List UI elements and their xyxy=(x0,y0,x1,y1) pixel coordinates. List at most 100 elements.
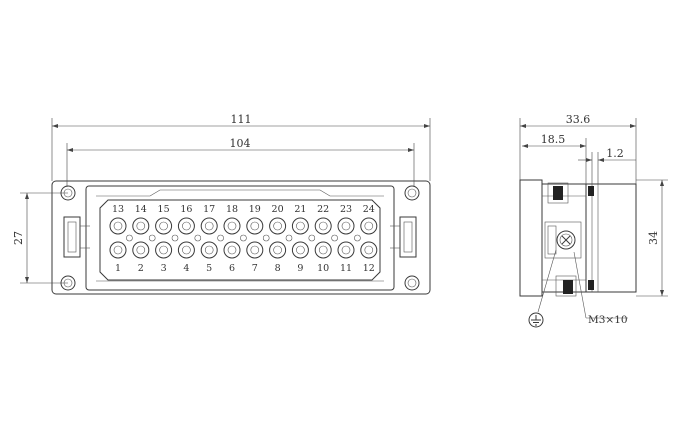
pin-contact-bore xyxy=(204,245,214,255)
screw-callout-label: M3×10 xyxy=(588,314,628,326)
dimension-label: 18.5 xyxy=(541,133,566,146)
pin-contact-bore xyxy=(227,245,237,255)
side-flange xyxy=(519,179,543,297)
pin-contact-bore xyxy=(136,245,146,255)
pin-contact xyxy=(132,217,150,235)
coding-hole xyxy=(126,234,133,242)
coding-hole xyxy=(148,234,156,242)
coding-hole xyxy=(262,234,270,242)
pin-number-label: 2 xyxy=(138,263,144,274)
pin-number-label: 23 xyxy=(340,204,352,215)
pin-contact xyxy=(155,241,173,259)
pin-contact xyxy=(337,241,355,259)
dimension-label: 34 xyxy=(647,231,660,245)
locking-peg-left xyxy=(63,216,90,258)
dimension-side-partial: 18.5 xyxy=(522,133,587,184)
pin-number-label: 24 xyxy=(363,204,375,215)
dimension-side-height: 34 xyxy=(636,179,668,297)
pin-row-bottom xyxy=(109,241,378,259)
pin-contact-bore xyxy=(182,245,191,255)
pin-number-label: 19 xyxy=(249,204,261,215)
locking-peg-right xyxy=(390,216,417,258)
side-insert xyxy=(585,183,637,293)
pin-contact-bore xyxy=(159,221,168,231)
pin-contact xyxy=(109,217,127,235)
ground-symbol-icon xyxy=(528,312,544,328)
pin-number-label: 17 xyxy=(203,204,215,215)
pin-contact xyxy=(200,217,218,235)
pin-contact-bore xyxy=(341,245,351,255)
pin-number-label: 7 xyxy=(252,263,258,274)
coding-hole xyxy=(308,234,316,242)
pin-contact xyxy=(223,217,241,235)
dimension-inner-width: 104 xyxy=(66,137,415,187)
contact-insert xyxy=(99,199,381,281)
pin-number-label: 6 xyxy=(229,263,235,274)
pin-contact-bore xyxy=(182,221,191,231)
pin-number-label: 21 xyxy=(294,204,306,215)
pin-number-label: 3 xyxy=(161,263,167,274)
coding-hole xyxy=(331,234,338,242)
pin-contact-bore xyxy=(113,221,123,231)
pin-number-label: 12 xyxy=(363,263,375,274)
pin-contact-bore xyxy=(341,221,351,231)
pin-number-label: 15 xyxy=(158,204,170,215)
pin-contact-bore xyxy=(250,245,260,255)
coding-hole xyxy=(217,234,224,242)
coding-hole xyxy=(285,234,293,242)
pin-contact-bore xyxy=(273,221,282,231)
mounting-hole-top-right xyxy=(404,185,420,201)
pin-contact xyxy=(291,241,309,259)
mounting-flange xyxy=(51,180,431,295)
housing-outer xyxy=(85,185,395,291)
pin-contact xyxy=(200,241,218,259)
pin-contact-bore xyxy=(296,221,305,231)
pin-contact xyxy=(246,241,264,259)
housing-top-ridge xyxy=(96,189,384,197)
pin-number-label: 16 xyxy=(180,204,192,215)
pin-contact-bore xyxy=(318,245,328,255)
pin-number-label: 1 xyxy=(115,263,121,274)
pin-contact-bore xyxy=(296,245,305,255)
dimension-side-depth: 33.6 xyxy=(519,113,637,184)
dimension-label: 1.2 xyxy=(606,147,624,160)
pin-contact xyxy=(132,241,150,259)
dimension-front-height: 27 xyxy=(12,192,68,284)
pin-contact xyxy=(177,217,195,235)
pin-contact-bore xyxy=(364,221,374,231)
pin-contact-bore xyxy=(318,221,328,231)
pin-contact xyxy=(177,241,195,259)
pin-contact xyxy=(109,241,127,259)
pin-contact xyxy=(246,217,264,235)
pin-contact xyxy=(291,217,309,235)
dimension-side-offset: 1.2 xyxy=(578,147,636,184)
latch-bottom xyxy=(555,275,594,297)
pin-number-label: 5 xyxy=(206,263,212,274)
dimension-overall-width: 111 xyxy=(51,113,431,181)
pin-number-label: 10 xyxy=(317,263,329,274)
coding-hole xyxy=(194,234,202,242)
pin-number-label: 9 xyxy=(297,263,303,274)
pin-contact-bore xyxy=(113,245,123,255)
pin-number-label: 14 xyxy=(135,204,147,215)
pin-number-label: 4 xyxy=(183,263,189,274)
pin-contact xyxy=(337,217,355,235)
cross-head-screw-icon xyxy=(544,221,582,259)
pin-contact-bore xyxy=(250,221,260,231)
pin-row-top xyxy=(109,217,378,235)
pin-contact xyxy=(155,217,173,235)
side-view: M3×10 xyxy=(519,179,637,328)
pin-contact-bore xyxy=(204,221,214,231)
pin-contact xyxy=(360,217,378,235)
dimension-label: 27 xyxy=(12,231,25,245)
pin-contact-bore xyxy=(227,221,237,231)
pin-number-label: 20 xyxy=(272,204,284,215)
coding-hole xyxy=(240,234,247,242)
pin-contact xyxy=(223,241,241,259)
pin-contact xyxy=(269,241,287,259)
pin-number-label: 8 xyxy=(275,263,281,274)
pin-number-label: 22 xyxy=(317,204,329,215)
coding-holes xyxy=(126,234,361,242)
